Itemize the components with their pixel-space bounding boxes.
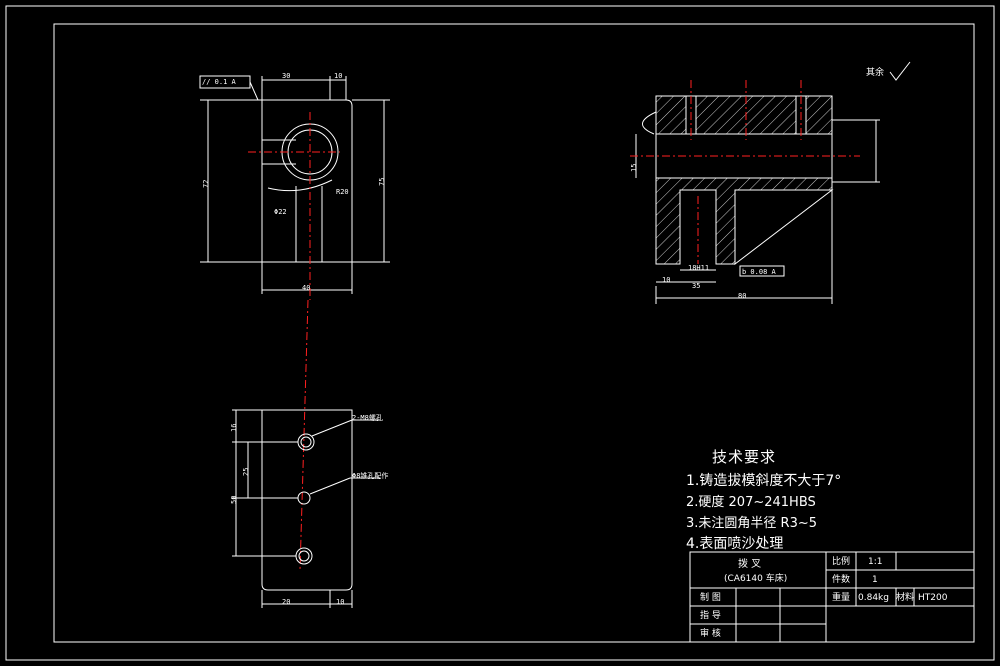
sheet-border-outer bbox=[5, 5, 995, 661]
dim-80: 80 bbox=[738, 292, 747, 300]
dim-10c: 10 bbox=[662, 276, 671, 284]
section-centerlines bbox=[630, 80, 860, 264]
dim-20: 20 bbox=[282, 598, 291, 606]
phi-22: Φ22 bbox=[274, 208, 287, 216]
roughness-note: 其余 bbox=[866, 68, 885, 78]
count-label: 件数 bbox=[832, 575, 851, 585]
drawn-label: 制 图 bbox=[700, 593, 721, 603]
dim-10: 10 bbox=[334, 72, 343, 80]
front-view-centerlines bbox=[248, 112, 340, 571]
hole-note-1: 2-M8螺孔 bbox=[352, 414, 383, 422]
tech-req-item-2: 2.硬度 207~241HBS bbox=[686, 495, 816, 510]
tech-req-item-3: 3.未注圆角半径 R3~5 bbox=[686, 516, 818, 531]
weight-label: 重量 bbox=[832, 593, 851, 603]
dim-15: 15 bbox=[630, 163, 638, 172]
top-view bbox=[232, 409, 380, 608]
tech-req-item-4: 4.表面喷沙处理 bbox=[686, 536, 784, 552]
front-view bbox=[199, 75, 390, 294]
title-block-grid bbox=[689, 551, 975, 643]
material-label: 材料 bbox=[896, 593, 915, 603]
roughness-symbol bbox=[889, 61, 911, 81]
dim-40: 40 bbox=[302, 284, 311, 292]
machine-name: (CA6140 车床) bbox=[724, 574, 788, 584]
tech-req-item-1: 1.铸造拔模斜度不大于7° bbox=[686, 473, 842, 489]
guide-label: 指 导 bbox=[700, 611, 721, 621]
dim-25: 25 bbox=[242, 467, 250, 476]
scale-value: 1:1 bbox=[868, 557, 883, 567]
weight-value: 0.84kg bbox=[858, 593, 889, 603]
technical-requirements: 技术要求 1.铸造拔模斜度不大于7° 2.硬度 207~241HBS 3.未注圆… bbox=[686, 446, 986, 555]
dim-50: 50 bbox=[230, 495, 238, 504]
tol-parallel: // 0.1 A bbox=[202, 78, 236, 86]
material-value: HT200 bbox=[918, 593, 948, 603]
count-value: 1 bbox=[872, 575, 878, 585]
radius-r20: R20 bbox=[336, 188, 349, 196]
dim-10b: 10 bbox=[336, 598, 345, 606]
dim-30: 30 bbox=[282, 72, 291, 80]
scale-label: 比例 bbox=[832, 557, 851, 567]
dim-16: 16 bbox=[230, 423, 238, 432]
dim-75: 75 bbox=[378, 177, 386, 186]
review-label: 审 核 bbox=[700, 629, 721, 639]
section-view bbox=[635, 95, 880, 304]
drawing-frame bbox=[53, 23, 975, 643]
dim-35: 35 bbox=[692, 282, 701, 290]
hole-note-2: Φ8锥孔配作 bbox=[352, 472, 389, 480]
tol-flatness: b 0.08 A bbox=[742, 268, 776, 276]
dim-18h11: 18H11 bbox=[688, 264, 710, 272]
part-name: 拨 叉 bbox=[738, 559, 762, 570]
tech-req-title: 技术要求 bbox=[712, 448, 777, 466]
dim-72: 72 bbox=[202, 179, 210, 188]
